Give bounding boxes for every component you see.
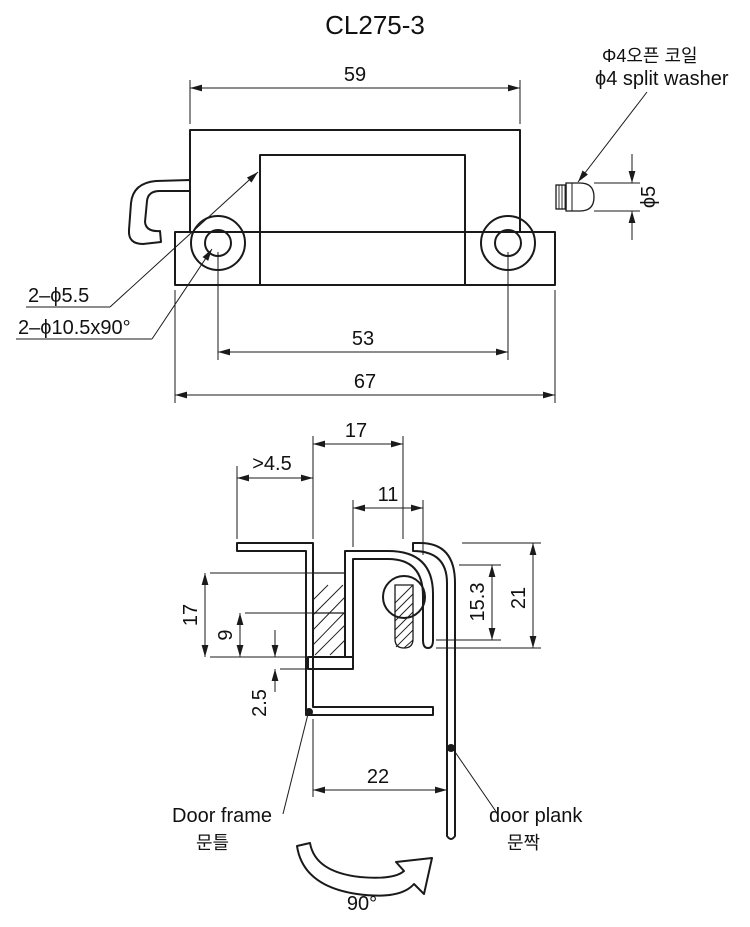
lower-plate (174, 231, 556, 286)
dim-clearance: >4.5 (236, 453, 313, 539)
dim-11-text: 11 (378, 484, 399, 506)
door-frame-callout: Door frame 문틀 (172, 708, 313, 853)
hinge-pin (565, 182, 595, 212)
dim-17-left: 17 (180, 572, 313, 658)
door-plank-dot (447, 744, 455, 752)
dim-15-3-text: 15.3 (467, 583, 489, 622)
holes-label-2: 2–ϕ10.5x90° (18, 317, 131, 339)
washer-label-en: ϕ4 split washer (595, 68, 729, 90)
door-plank-callout: door plank 문짝 (447, 744, 583, 853)
upper-plate (189, 129, 521, 233)
knuckle-circle (382, 575, 426, 619)
dim-21-text: 21 (508, 587, 530, 609)
door-plank-profile (412, 542, 456, 840)
door-frame-dot (305, 708, 313, 716)
section-view: 17 >4.5 11 17 9 (172, 420, 583, 853)
dim-17-top: 17 (312, 420, 404, 539)
dim-59-text: 59 (344, 64, 366, 86)
rotation-arrow-shape (296, 842, 433, 897)
dim-9: 9 (215, 612, 313, 657)
door-frame-profile (236, 542, 434, 716)
door-frame-label-kr: 문틀 (196, 833, 229, 853)
dim-clearance-text: >4.5 (252, 453, 291, 475)
dim-17-left-text: 17 (180, 604, 202, 626)
washer-callout: Φ4오픈 코일 ϕ4 split washer (577, 46, 729, 183)
dim-21: 21 (436, 542, 541, 649)
dim-phi5: ϕ5 (594, 154, 660, 240)
dim-2-5: 2.5 (249, 630, 308, 717)
top-view: 59 ϕ5 53 67 Φ4오픈 코일 ϕ4 split washer (16, 46, 729, 403)
dim-9-text: 9 (215, 629, 237, 640)
door-frame-label-en: Door frame (172, 805, 272, 827)
dim-67: 67 (174, 290, 556, 403)
latch-lever (127, 179, 191, 245)
holes-label-1: 2–ϕ5.5 (28, 285, 89, 307)
dim-22-text: 22 (367, 766, 389, 788)
dim-11: 11 (352, 484, 424, 555)
dim-phi5-text: ϕ5 (638, 186, 660, 208)
inner-leaf (259, 154, 466, 286)
split-washer (555, 184, 567, 210)
dim-22: 22 (312, 719, 448, 797)
washer-label-kr: Φ4오픈 코일 (602, 46, 698, 66)
dim-2-5-text: 2.5 (249, 689, 271, 717)
hinge-bracket-profile (344, 550, 434, 658)
rotation-arrow: 90° (296, 842, 433, 915)
page-title: CL275-3 (325, 10, 425, 40)
door-plank-label-kr: 문짝 (507, 833, 540, 853)
dim-53-text: 53 (352, 328, 374, 350)
door-plank-label-en: door plank (489, 805, 583, 827)
pin-section (394, 584, 414, 649)
rotation-angle-text: 90° (347, 893, 377, 915)
dim-67-text: 67 (354, 371, 376, 393)
dim-17-top-text: 17 (345, 420, 367, 442)
dim-53: 53 (217, 252, 509, 360)
bracket-foot (307, 656, 354, 670)
dim-59: 59 (189, 64, 521, 124)
holes-callout: 2–ϕ5.5 2–ϕ10.5x90° (16, 171, 259, 340)
dim-15-3: 15.3 (436, 564, 501, 641)
joint-hatch (312, 572, 346, 656)
